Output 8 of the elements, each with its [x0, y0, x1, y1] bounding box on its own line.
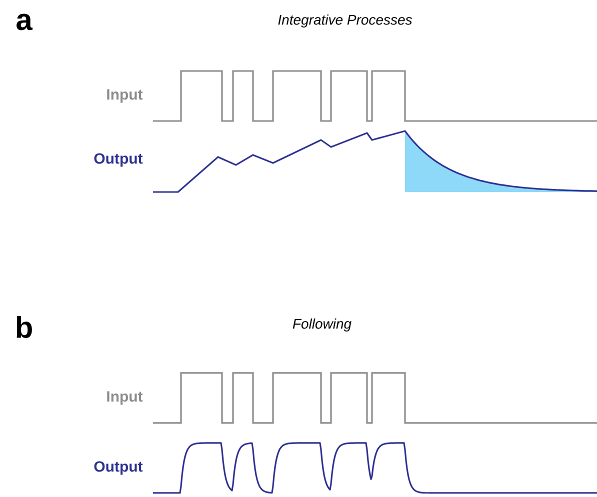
trace-label: Input — [107, 391, 143, 405]
panel-letter: a — [16, 14, 33, 30]
trace-label: Input — [107, 89, 143, 103]
panel-title: Following — [292, 318, 352, 332]
trace-label: Output — [94, 461, 143, 475]
panel-letter: b — [16, 316, 32, 338]
panel-title: Integrative Processes — [278, 14, 412, 28]
trace-label: Output — [94, 153, 143, 167]
